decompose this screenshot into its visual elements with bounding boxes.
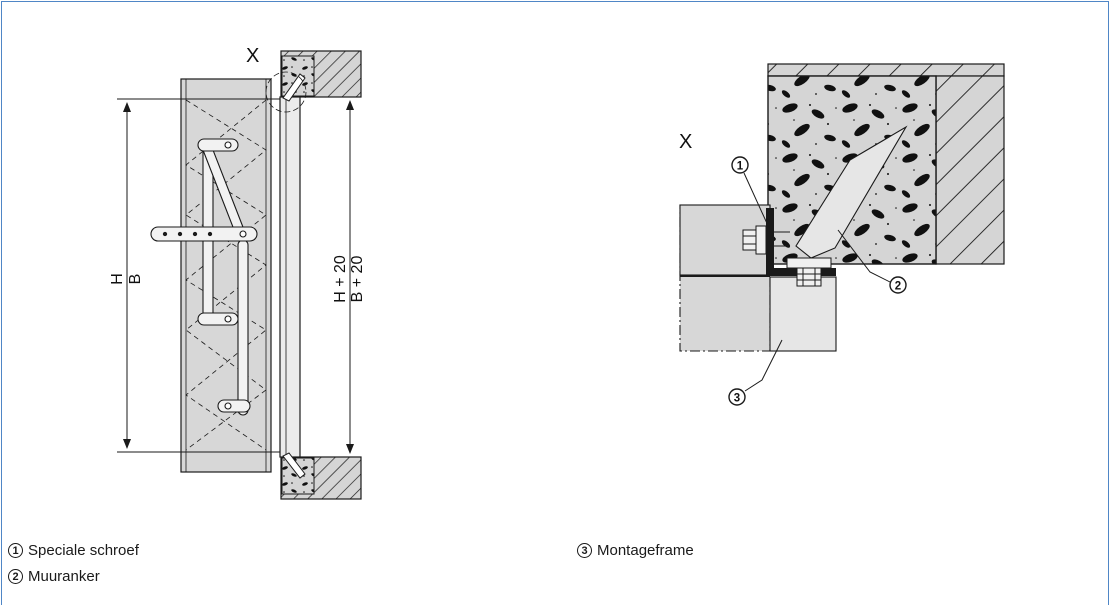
right-view: 1 2 3 X: [679, 63, 1005, 406]
callout-3: 3: [728, 388, 746, 406]
door-panel: [180, 78, 272, 473]
door-leaf-section: [679, 204, 771, 352]
legend-text-2: Muuranker: [28, 568, 100, 585]
wall-anchor: [795, 125, 908, 259]
svg-text:2: 2: [895, 281, 901, 293]
dimension-b20-label: B + 20: [349, 256, 366, 303]
wall-anchor-assembly: [150, 138, 258, 416]
brick-wall: [935, 75, 1005, 265]
legend-number-1: 1: [8, 543, 23, 558]
legend-text-1: Speciale schroef: [28, 542, 139, 559]
dimension-h20-label: H + 20: [332, 255, 349, 303]
dimension-lines: [117, 96, 360, 458]
special-screw: [742, 225, 790, 255]
detail-marker-left: X: [246, 45, 259, 67]
legend-number-2: 2: [8, 569, 23, 584]
callout-leaders: [743, 172, 893, 392]
legend-item-1: 1 Speciale schroef: [8, 542, 139, 559]
mounting-frame-section: [769, 276, 837, 352]
callout-1: 1: [731, 156, 749, 174]
legend-text-3: Montageframe: [597, 542, 694, 559]
mounting-frame-bar: [279, 96, 301, 458]
hidden-lines: [185, 99, 267, 451]
callout-2: 2: [889, 276, 907, 294]
anchor-bolt: [786, 257, 832, 287]
dimension-b-label: B: [127, 274, 144, 285]
svg-text:3: 3: [734, 393, 740, 405]
dimension-h-label: H: [109, 273, 126, 285]
legend-item-3: 3 Montageframe: [577, 542, 694, 559]
angle-profile: [766, 208, 836, 276]
legend-item-2: 2 Muuranker: [8, 568, 100, 585]
detail-marker-right: X: [679, 131, 692, 153]
wall-top-strip: [767, 63, 1005, 77]
detail-x-circle: [265, 71, 307, 113]
legend-number-3: 3: [577, 543, 592, 558]
svg-text:1: 1: [737, 161, 744, 173]
left-view: X H B H + 20 B + 20: [109, 45, 366, 500]
